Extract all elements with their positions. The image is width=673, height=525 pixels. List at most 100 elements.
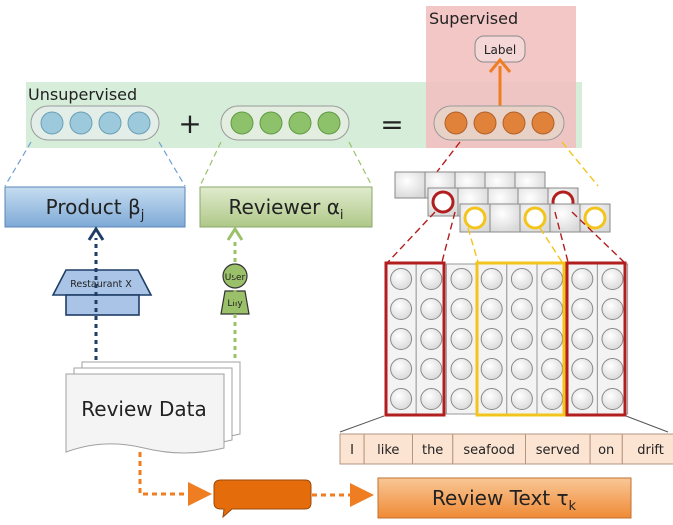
embedding-cell [390, 298, 413, 320]
vector-cell [502, 111, 526, 135]
conv-link-line [441, 211, 456, 263]
embedding-cell [450, 268, 473, 290]
product-projection-line [4, 141, 32, 187]
conv-link-line [554, 211, 569, 263]
embedding-cell [571, 328, 594, 350]
supervised-title: Supervised [429, 9, 518, 28]
vector-cell [473, 111, 497, 135]
red-filter-window-left [384, 261, 446, 417]
grid-to-tokens-line [625, 415, 669, 433]
grid-to-tokens-line [339, 415, 385, 433]
review-data-documents [65, 361, 241, 454]
product-box-label: Product βj [46, 195, 145, 223]
reviewer-projection-line [348, 141, 373, 187]
embedding-cell [390, 358, 413, 380]
pooled-yellow-cell [583, 206, 607, 230]
product-box [4, 186, 186, 228]
vector-cell [98, 111, 122, 135]
review-text-label: Review Text τk [432, 486, 577, 514]
product-arrow-head [87, 226, 105, 241]
review-tokens: Iliketheseafoodservedondriftwood [339, 433, 673, 465]
token-box [363, 433, 414, 465]
embedding-cell [601, 358, 624, 380]
embedding-cell [541, 268, 564, 290]
embedding-cell [571, 268, 594, 290]
product-projection-line [158, 141, 186, 187]
reviewer-box-label: Reviewer αi [228, 195, 343, 223]
embedding-cell [420, 358, 443, 380]
plus-operator: + [178, 107, 201, 140]
conv-link-line [571, 211, 625, 263]
token-word: seafood [463, 443, 514, 458]
embedding-cell [480, 358, 503, 380]
embedding-cell [510, 298, 533, 320]
embedding-cell [390, 268, 413, 290]
review-data-to-process-arrow [138, 452, 212, 506]
embedding-cell [571, 358, 594, 380]
embedding-cell [571, 388, 594, 410]
restaurant-icon-label: Restaurant X [70, 279, 132, 290]
reviewer-box [199, 186, 373, 228]
embedding-cell [601, 388, 624, 410]
embedding-cell [541, 298, 564, 320]
embedding-cell [480, 298, 503, 320]
feature-map-strip [459, 203, 611, 233]
token-word: on [598, 443, 614, 458]
token-word: I [350, 443, 354, 458]
reviewer-projection-line [199, 141, 222, 187]
review-data-label: Review Data [81, 397, 206, 421]
conv-link-line [467, 227, 479, 263]
embedding-cell [450, 328, 473, 350]
embedding-cell [420, 298, 443, 320]
embedding-cell [601, 328, 624, 350]
embedding-cell [480, 388, 503, 410]
vector-cell [230, 111, 254, 135]
product-embedding-vector [30, 105, 160, 141]
vector-cell [317, 111, 341, 135]
vector-cell [444, 111, 468, 135]
review-text-box [377, 477, 632, 519]
embedding-cell [541, 358, 564, 380]
embedding-cell [571, 298, 594, 320]
red-filter-window-right [565, 261, 627, 417]
word-embedding-grid [385, 263, 629, 415]
yellow-filter-window [475, 261, 566, 417]
reviewer-embedding-vector [220, 105, 350, 141]
embedding-cell [480, 328, 503, 350]
token-box [621, 433, 673, 465]
embedding-cell [420, 268, 443, 290]
token-word: drift [637, 443, 664, 458]
embedding-cell [450, 298, 473, 320]
vector-cell [288, 111, 312, 135]
pooled-yellow-cell [523, 206, 547, 230]
embedding-cell [390, 388, 413, 410]
output-projection-line [561, 141, 599, 187]
output-embedding-vector [433, 105, 565, 141]
embedding-cell [450, 358, 473, 380]
process-speech-bubble [213, 479, 312, 519]
token-word: the [422, 443, 443, 458]
embedding-cell [510, 358, 533, 380]
label-box-text: Label [484, 43, 516, 57]
embedding-cell [420, 328, 443, 350]
embedding-cell [510, 268, 533, 290]
embedding-cell [510, 328, 533, 350]
embedding-cell [420, 388, 443, 410]
label-arrow-head [488, 57, 512, 73]
embedding-cell [480, 268, 503, 290]
conv-link-line [539, 227, 563, 263]
embedding-cell [601, 298, 624, 320]
embedding-cell [541, 388, 564, 410]
embedding-cell [450, 388, 473, 410]
embedding-cell [390, 328, 413, 350]
pooled-yellow-cell [463, 206, 487, 230]
vector-cell [127, 111, 151, 135]
token-box [339, 433, 365, 465]
vector-cell [259, 111, 283, 135]
token-box [452, 433, 526, 465]
restaurant-icon [51, 269, 153, 316]
token-box [412, 433, 454, 465]
reviewer-arrow-head [226, 226, 244, 241]
pooled-red-cell [431, 190, 455, 214]
